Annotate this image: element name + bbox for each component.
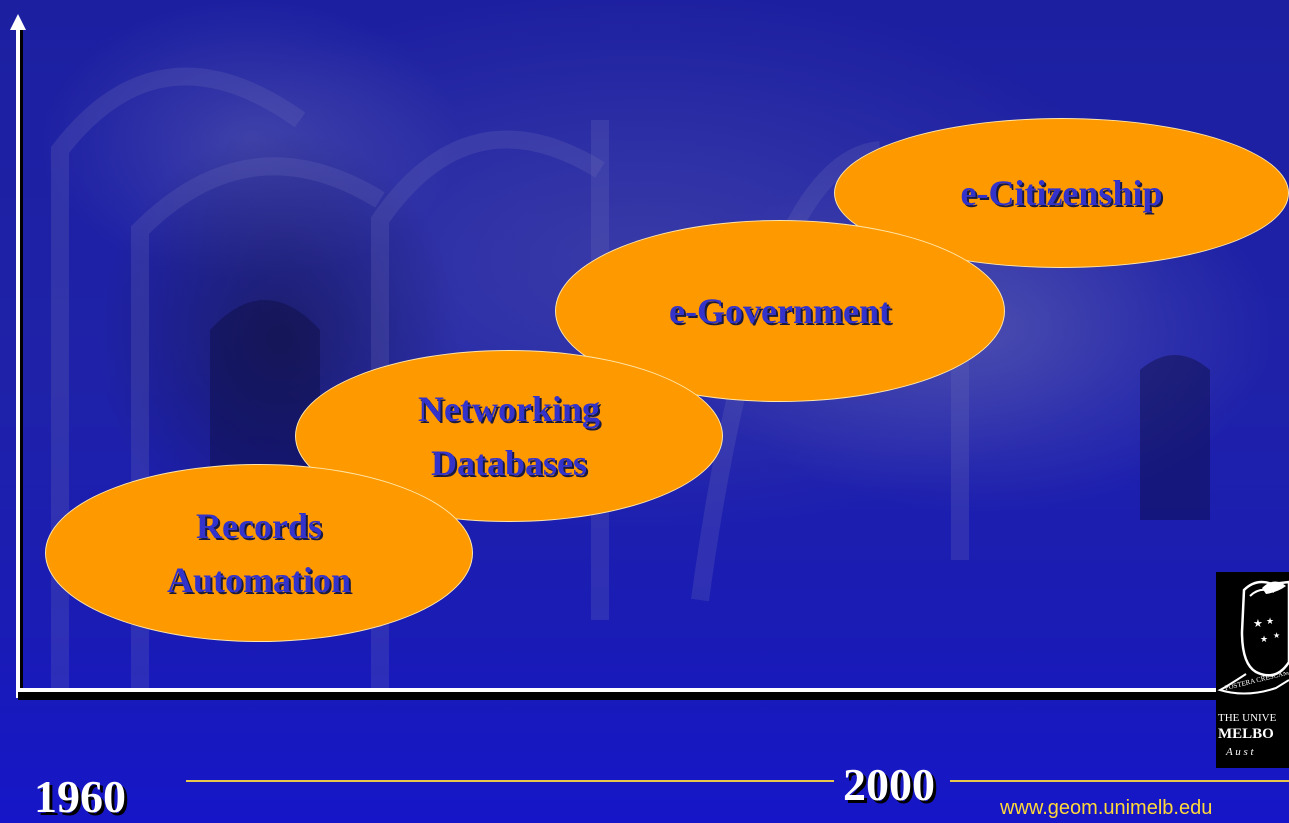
- year-end: 2000: [843, 759, 935, 810]
- university-logo: ★ ★ ★ ★ POSTERA CRESCAM THE UNIVE MELBO …: [1216, 572, 1289, 768]
- stage-label: e-Citizenship: [960, 173, 1163, 213]
- x-axis: [16, 688, 1216, 692]
- logo-line-2: MELBO: [1218, 726, 1274, 742]
- logo-line-1: THE UNIVE: [1218, 712, 1277, 724]
- svg-text:POSTERA CRESCAM: POSTERA CRESCAM: [1224, 672, 1289, 692]
- y-axis-arrowhead: [10, 14, 26, 30]
- stage-label-line1: Records: [196, 506, 322, 546]
- svg-text:★: ★: [1253, 617, 1263, 630]
- svg-text:★: ★: [1260, 635, 1268, 645]
- stage-records-automation: Records Automation: [45, 464, 473, 642]
- footer-url[interactable]: www.geom.unimelb.edu: [1000, 797, 1213, 819]
- stage-label-line2: Automation: [166, 560, 351, 600]
- footer-rule-right: [950, 780, 1289, 782]
- logo-line-3: A u s t: [1226, 746, 1254, 758]
- stage-label: e-Government: [669, 291, 891, 331]
- y-axis-shadow: [19, 30, 23, 700]
- y-axis: [16, 30, 20, 698]
- crest-icon: ★ ★ ★ ★: [1217, 580, 1289, 695]
- stage-label-line1: Networking: [418, 389, 600, 429]
- footer-rule-left: [186, 780, 834, 782]
- stage-label-line2: Databases: [430, 443, 587, 483]
- year-start: 1960: [34, 771, 126, 822]
- svg-text:★: ★: [1273, 631, 1280, 640]
- motto-scroll: POSTERA CRESCAM: [1224, 672, 1289, 692]
- x-axis-shadow: [18, 692, 1216, 700]
- svg-text:★: ★: [1266, 617, 1274, 627]
